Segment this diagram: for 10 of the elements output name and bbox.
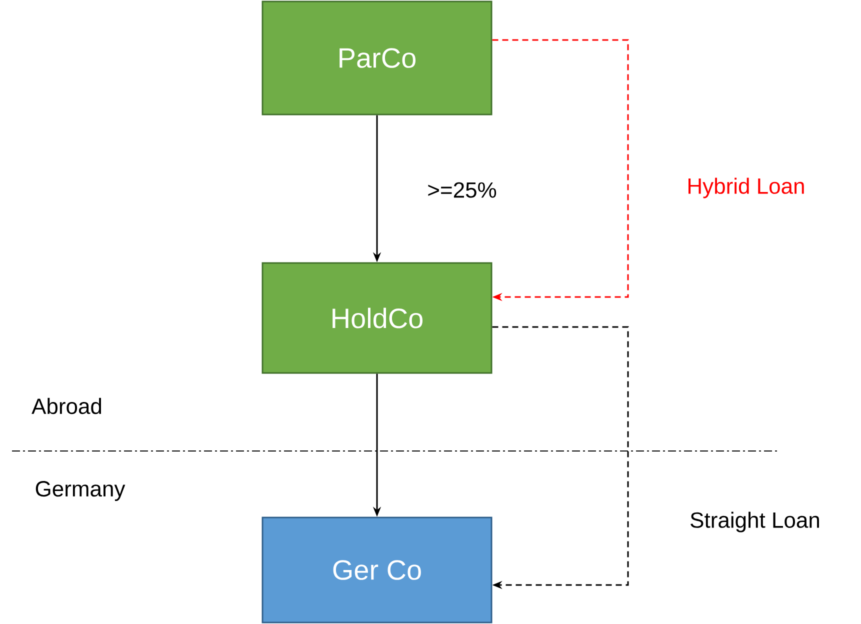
- region-label: Germany: [36, 481, 126, 501]
- edge-label: >=25%: [428, 182, 496, 198]
- edge-label: Straight Loan: [690, 512, 819, 532]
- arrow: [492, 39, 629, 302]
- entity-box: ParCo: [262, 0, 492, 116]
- entity-box: Ger Co: [262, 516, 492, 624]
- arrow: [492, 326, 629, 590]
- entity-box: HoldCo: [262, 262, 492, 374]
- region-label: Abroad: [32, 398, 102, 414]
- edge-label: Hybrid Loan: [688, 178, 804, 198]
